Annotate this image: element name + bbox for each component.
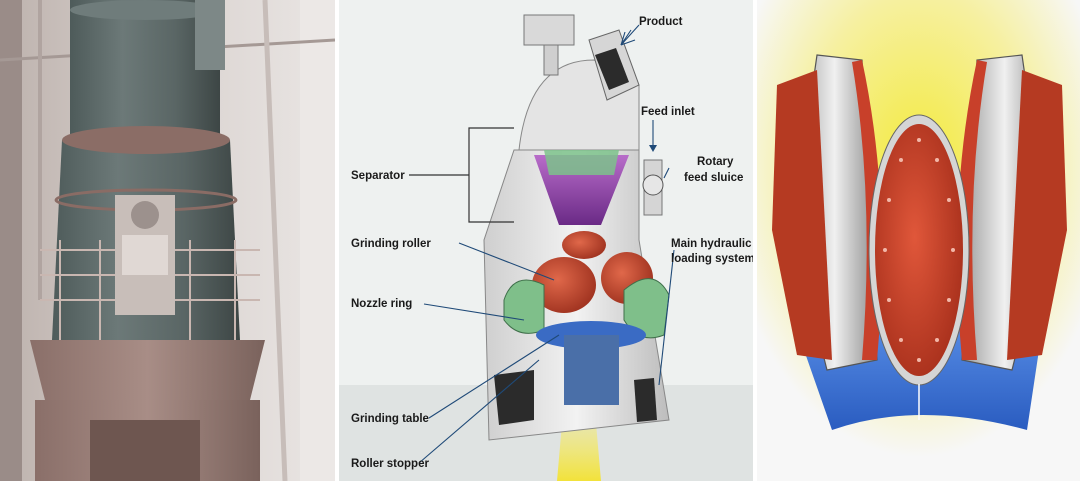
mill-cutaway-svg: Product Feed inlet Rotary feed sluice Se… xyxy=(339,0,753,481)
label-main-hydraulic: Main hydraulic xyxy=(671,238,752,250)
label-loading-system: loading system xyxy=(671,253,753,265)
label-nozzle-ring: Nozzle ring xyxy=(351,298,412,310)
mill-cutaway-diagram: Product Feed inlet Rotary feed sluice Se… xyxy=(339,0,753,481)
label-rotary: Rotary xyxy=(697,156,734,168)
label-grinding-roller: Grinding roller xyxy=(351,238,431,250)
label-roller-stopper: Roller stopper xyxy=(351,458,429,470)
label-feed-inlet: Feed inlet xyxy=(641,106,695,118)
mill-photo xyxy=(0,0,335,481)
center-roller-hub xyxy=(875,124,963,376)
label-grinding-table: Grinding table xyxy=(351,413,429,425)
vertical-mill-photo-icon xyxy=(0,0,335,481)
label-separator: Separator xyxy=(351,170,405,182)
label-product: Product xyxy=(639,16,683,28)
rollers-render xyxy=(757,0,1080,481)
label-feed-sluice: feed sluice xyxy=(684,172,743,184)
grinding-rollers-render-icon xyxy=(757,0,1080,481)
